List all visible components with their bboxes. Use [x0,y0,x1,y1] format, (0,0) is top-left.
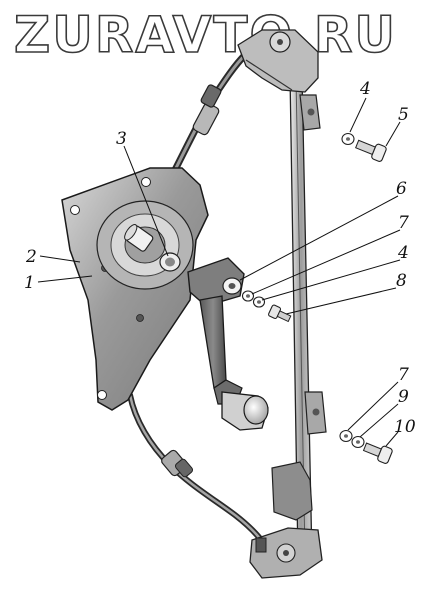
watermark-text: ZURAVTO.RU [14,6,397,60]
callout-9: 9 [398,387,409,407]
glass-carrier [271,461,313,521]
upper-fastener-set [341,132,387,162]
upper-pulley-bracket [237,29,319,93]
mounting-hole [70,205,80,215]
watermark-logo: ZURAVTO.RU [13,5,397,60]
cable-wire-upper [245,59,293,91]
upper-cable-sheath [171,51,249,174]
drive-shaft [124,224,154,252]
callout-7-lower: 7 [398,365,409,385]
screw-8 [268,304,292,323]
callout-7-upper: 7 [398,213,409,233]
lower-fastener-set [339,429,393,464]
callout-5: 5 [398,105,409,125]
base-plate [61,167,209,411]
callout-labels: 2 1 3 4 5 6 7 4 8 7 9 10 [24,79,416,437]
callout-6: 6 [396,179,407,199]
handle-fastener-set [241,290,292,323]
leader-lines [37,97,401,447]
guide-rail [237,29,327,579]
bolt-10 [362,442,393,464]
callout-2: 2 [25,247,37,267]
callout-1: 1 [24,273,35,293]
callout-10: 10 [394,417,416,437]
lower-cable-sheath [127,392,268,548]
callout-8: 8 [396,271,407,291]
callout-4-upper: 4 [359,79,371,99]
mounting-hole [97,390,107,400]
mounting-hole [141,177,151,187]
callout-3: 3 [116,129,127,149]
callout-4-middle: 4 [397,243,409,263]
crank-handle [187,257,269,431]
bolt-5 [355,139,387,162]
cable-ferrule-upper [192,102,220,136]
